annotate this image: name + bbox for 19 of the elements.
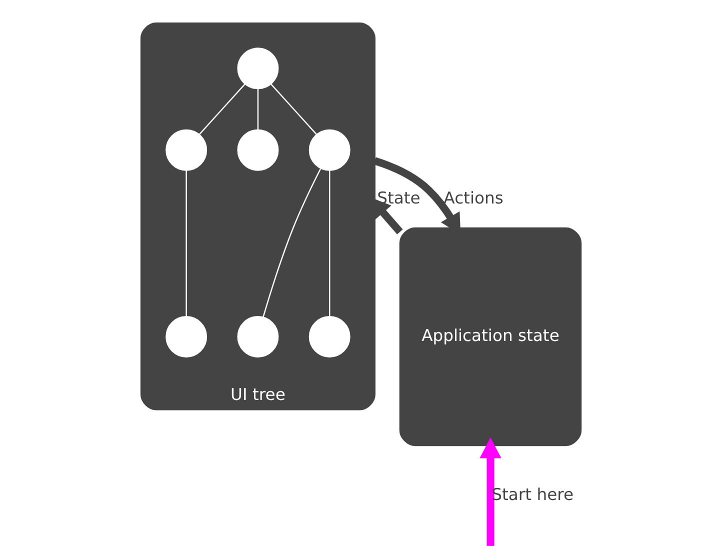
connector [257, 88, 259, 130]
node-circle [237, 48, 279, 90]
arrow [480, 438, 502, 546]
edge-label: State [377, 188, 420, 208]
connector [198, 84, 246, 135]
node-circle [308, 316, 350, 358]
arrow [374, 157, 461, 235]
connector [186, 170, 187, 316]
connector [270, 84, 318, 135]
node-circle [166, 129, 208, 171]
node-circle [308, 129, 350, 171]
connector [262, 168, 322, 318]
node-circle [166, 316, 208, 358]
cluster: UI tree [140, 22, 376, 410]
node-circle [237, 129, 279, 171]
connector [328, 170, 330, 316]
node-box: Application state [399, 227, 582, 446]
node-circle [237, 316, 279, 358]
edge-label: Actions [444, 188, 504, 208]
